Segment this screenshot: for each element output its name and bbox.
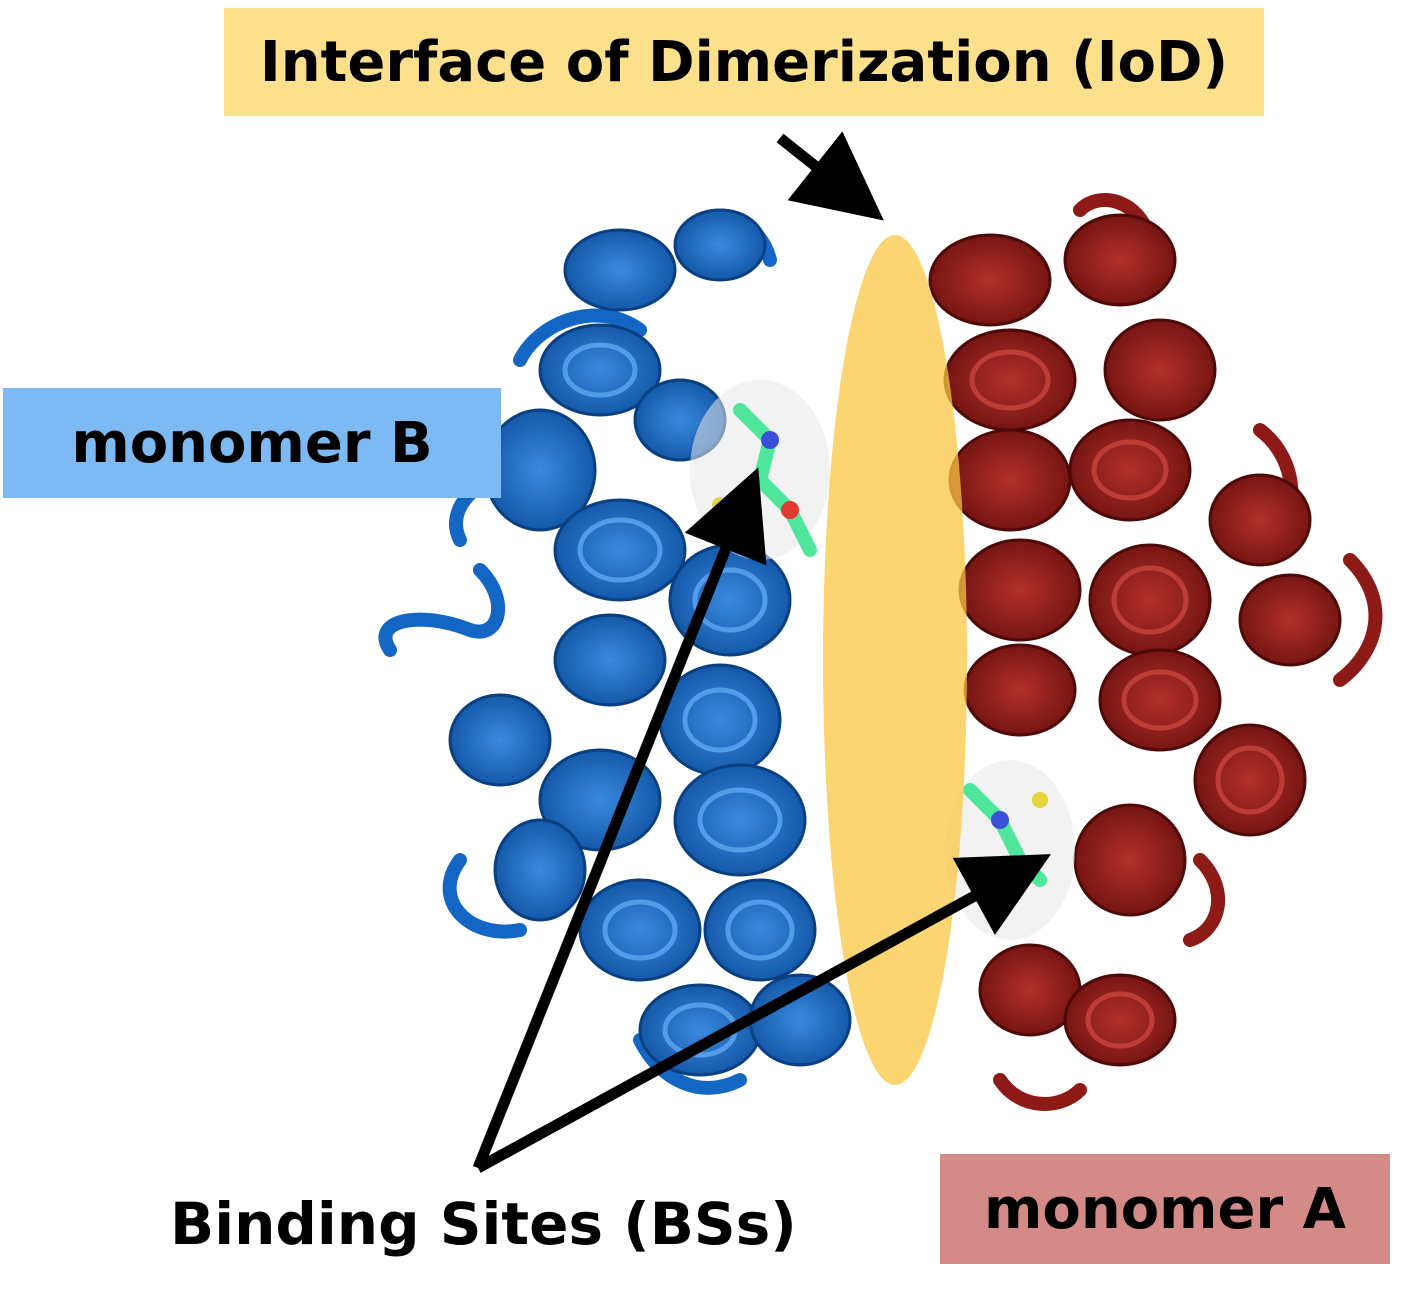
monomer-b-label-box: monomer B bbox=[3, 388, 501, 498]
iod-arrow-icon bbox=[776, 131, 884, 221]
binding-site-b-arrow-icon bbox=[472, 467, 767, 1171]
monomer-a-label-box: monomer A bbox=[940, 1154, 1390, 1264]
iod-label-box: Interface of Dimerization (IoD) bbox=[224, 8, 1264, 116]
binding-sites-label: Binding Sites (BSs) bbox=[170, 1190, 797, 1258]
monomer-a-label: monomer A bbox=[984, 1176, 1346, 1242]
iod-label: Interface of Dimerization (IoD) bbox=[259, 29, 1229, 95]
monomer-b-structure bbox=[378, 208, 852, 1095]
monomer-a-structure bbox=[928, 193, 1383, 1111]
binding-site-a-arrow-icon bbox=[475, 854, 1051, 1173]
interface-ellipse bbox=[823, 235, 967, 1085]
binding-site-ligand-a bbox=[945, 760, 1075, 940]
binding-site-ligand-b bbox=[690, 380, 830, 560]
monomer-b-label: monomer B bbox=[71, 410, 433, 476]
